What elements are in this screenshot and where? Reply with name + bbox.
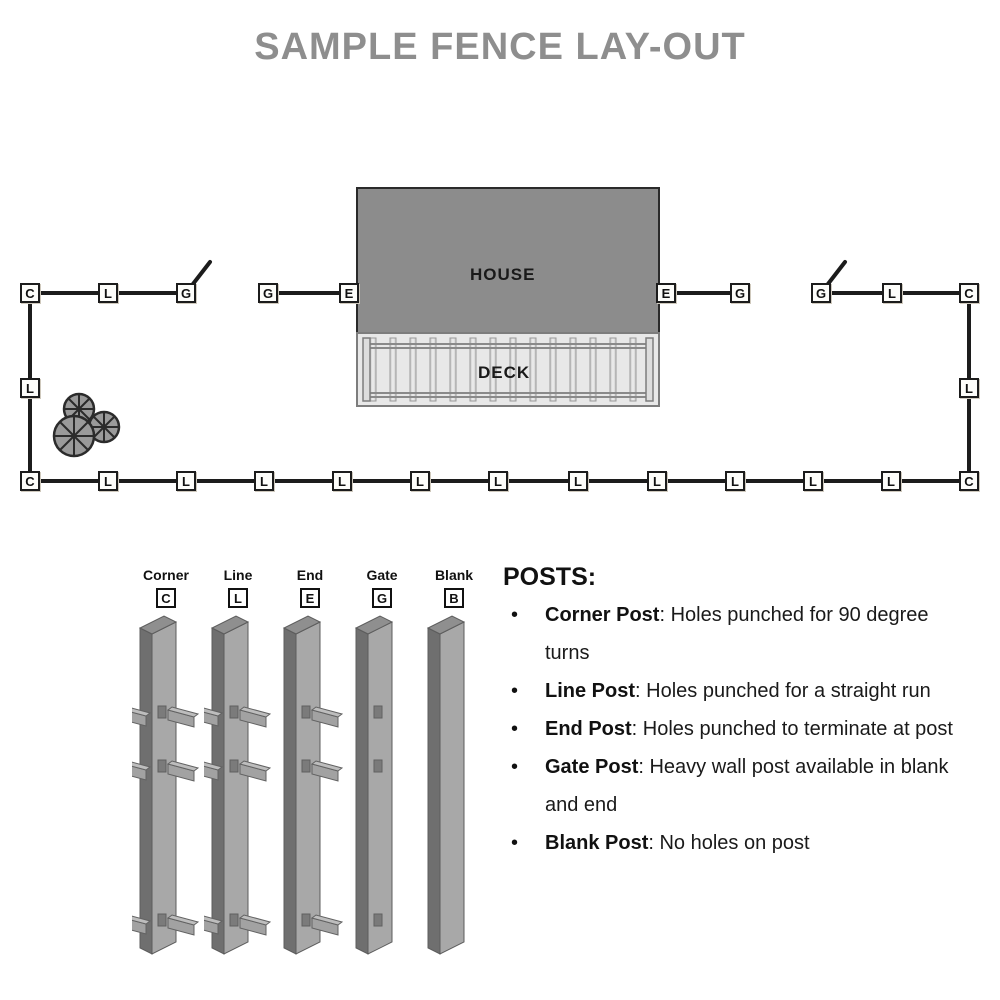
legend-post-name: Gate <box>366 567 398 583</box>
line-post-top-left[interactable]: L <box>98 283 118 303</box>
line-post-bottom-4[interactable]: L <box>332 471 352 491</box>
posts-item-description: Holes punched to terminate at post <box>642 718 953 740</box>
line-post-bottom-3[interactable]: L <box>254 471 274 491</box>
corner-post-top-left[interactable]: C <box>20 283 40 303</box>
bullet-icon: • <box>511 680 519 702</box>
posts-item-term: Blank Post <box>545 832 649 854</box>
deck-shape <box>356 332 660 407</box>
gate-post-top-left-inner[interactable]: G <box>258 283 278 303</box>
posts-item-term: Corner Post <box>545 604 660 626</box>
legend-post-illustration <box>276 612 344 962</box>
legend-post-name: Blank <box>434 567 474 583</box>
line-post-bottom-2[interactable]: L <box>176 471 196 491</box>
end-post-house-right[interactable]: E <box>656 283 676 303</box>
shrub-cluster <box>52 392 121 458</box>
posts-list-item: • Corner Post: Holes punched for 90 degre… <box>503 596 973 672</box>
line-post-bottom-5[interactable]: L <box>410 471 430 491</box>
legend-post-code: B <box>444 588 464 608</box>
page-title: SAMPLE FENCE LAY-OUT <box>254 26 746 68</box>
legend-post-code: C <box>156 588 176 608</box>
posts-item-separator: : <box>648 832 660 854</box>
legend-post-name: Line <box>223 567 253 583</box>
line-post-bottom-11[interactable]: L <box>881 471 901 491</box>
posts-item-term: End Post <box>545 718 632 740</box>
bullet-icon: • <box>511 832 519 854</box>
posts-item-term: Gate Post <box>545 756 639 778</box>
posts-list-item: • Line Post: Holes punched for a straight… <box>503 672 973 710</box>
line-post-top-right[interactable]: L <box>882 283 902 303</box>
posts-item-term: Line Post <box>545 680 636 702</box>
house-label: HOUSE <box>470 265 536 284</box>
posts-item-separator: : <box>635 680 647 702</box>
posts-list-item: • End Post: Holes punched to terminate at… <box>503 710 973 748</box>
posts-item-separator: : <box>659 604 671 626</box>
legend-post-name: Corner <box>143 567 189 583</box>
posts-item-description: No holes on post <box>659 832 810 854</box>
posts-list: • Corner Post: Holes punched for 90 degre… <box>503 596 973 862</box>
line-post-right-side[interactable]: L <box>959 378 979 398</box>
legend-post-illustration <box>118 612 200 962</box>
posts-item-description: Heavy wall post available in blank and e… <box>545 756 949 816</box>
posts-list-item: • Gate Post: Heavy wall post available in… <box>503 748 973 824</box>
corner-post-bottom-right[interactable]: C <box>959 471 979 491</box>
fence-layout-svg <box>28 187 971 483</box>
legend-post-code: G <box>372 588 392 608</box>
line-post-left-side[interactable]: L <box>20 378 40 398</box>
house-shape <box>356 187 660 334</box>
posts-list-item: • Blank Post: No holes on post <box>503 824 973 862</box>
posts-item-separator: : <box>638 756 650 778</box>
posts-item-description: Holes punched for a straight run <box>646 680 931 702</box>
posts-heading: POSTS: <box>503 563 597 591</box>
deck-label: DECK <box>478 363 531 382</box>
shrub-icon-3 <box>52 414 96 458</box>
bullet-icon: • <box>511 604 519 626</box>
end-post-house-left[interactable]: E <box>339 283 359 303</box>
bullet-icon: • <box>511 756 519 778</box>
line-post-bottom-1[interactable]: L <box>98 471 118 491</box>
fence-layout-diagram: HOUSE DECK C L G G E E G G L C L L C L L L L L L L L L L L C <box>20 187 979 491</box>
legend-post-name: End <box>296 567 324 583</box>
line-post-bottom-8[interactable]: L <box>647 471 667 491</box>
posts-item-description: Holes punched for 90 degree turns <box>545 604 929 664</box>
legend-post-code: E <box>300 588 320 608</box>
gate-post-top-right-inner[interactable]: G <box>730 283 750 303</box>
line-post-bottom-6[interactable]: L <box>488 471 508 491</box>
legend-post-code: L <box>228 588 248 608</box>
posts-item-separator: : <box>631 718 643 740</box>
gate-post-top-left-outer[interactable]: G <box>176 283 196 303</box>
gate-post-top-right-outer[interactable]: G <box>811 283 831 303</box>
legend-post-illustration <box>420 612 488 962</box>
corner-post-bottom-left[interactable]: C <box>20 471 40 491</box>
line-post-bottom-10[interactable]: L <box>803 471 823 491</box>
legend-post-illustration <box>348 612 416 962</box>
posts-panel: POSTS: • Corner Post: Holes punched for 9… <box>503 563 973 862</box>
line-post-bottom-9[interactable]: L <box>725 471 745 491</box>
corner-post-top-right[interactable]: C <box>959 283 979 303</box>
legend-post-illustration <box>190 612 272 962</box>
bullet-icon: • <box>511 718 519 740</box>
line-post-bottom-7[interactable]: L <box>568 471 588 491</box>
